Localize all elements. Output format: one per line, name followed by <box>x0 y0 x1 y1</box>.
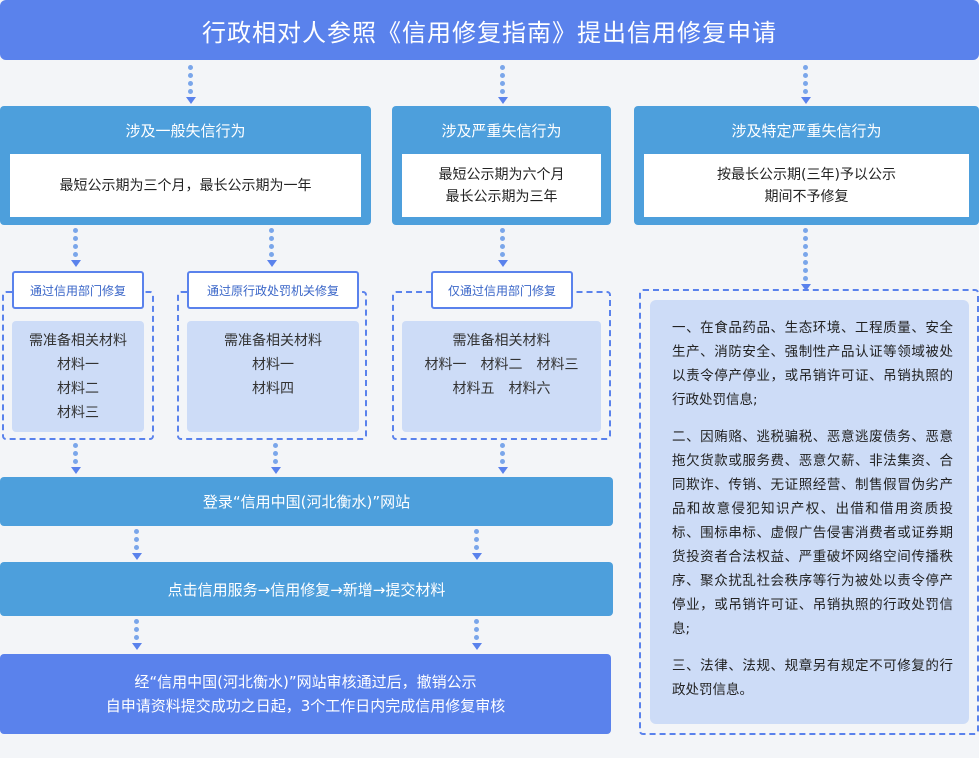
note-item: 二、因贿赂、逃税骗税、恶意逃废债务、恶意拖欠货款或服务费、恶意欠薪、非法集资、合… <box>672 429 953 637</box>
method-label: 仅通过信用部门修复 <box>431 271 573 309</box>
material-line: 需准备相关材料 <box>224 333 322 349</box>
non-repairable-panel <box>639 289 979 735</box>
material-line: 需准备相关材料 <box>29 333 127 349</box>
material-line: 材料二 <box>57 381 99 397</box>
material-line: 材料三 <box>57 405 99 421</box>
category-body: 按最长公示期(三年)予以公示 期间不予修复 <box>644 154 969 217</box>
final-line: 经“信用中国(河北衡水)”网站审核通过后，撤销公示 <box>134 673 477 691</box>
category-serious-dishonesty: 涉及严重失信行为 最短公示期为六个月 最长公示期为三年 <box>392 106 611 225</box>
arrow-down-icon <box>801 228 811 291</box>
category-title: 涉及一般失信行为 <box>125 122 246 140</box>
click-path-step: 点击信用服务→信用修复→新增→提交材料 <box>0 562 613 616</box>
material-line: 材料五 材料六 <box>452 381 551 397</box>
category-line: 期间不予修复 <box>764 188 849 205</box>
category-title: 涉及严重失信行为 <box>441 122 562 140</box>
arrow-down-icon <box>267 228 277 267</box>
material-line: 材料一 <box>57 357 99 373</box>
non-repairable-notes: 一、在食品药品、生态环境、工程质量、安全生产、消防安全、强制性产品认证等领域被处… <box>650 300 969 724</box>
arrow-down-icon <box>498 228 508 267</box>
arrow-down-icon <box>132 529 142 560</box>
arrow-down-icon <box>71 443 81 474</box>
material-line: 材料一 材料二 材料三 <box>424 357 579 373</box>
note-item: 三、法律、法规、规章另有规定不可修复的行政处罚信息。 <box>672 658 953 698</box>
arrow-down-icon <box>472 529 482 560</box>
final-line: 自申请资料提交成功之日起，3个工作日内完成信用修复审核 <box>105 697 506 715</box>
method-label: 通过信用部门修复 <box>12 271 144 309</box>
arrow-down-icon <box>472 619 482 650</box>
arrow-down-icon <box>498 65 508 104</box>
category-line: 最短公示期为三个月，最长公示期为一年 <box>59 177 312 194</box>
arrow-down-icon <box>801 65 811 104</box>
material-line: 需准备相关材料 <box>452 333 551 349</box>
method-label: 通过原行政处罚机关修复 <box>187 271 359 309</box>
arrow-down-icon <box>498 443 508 474</box>
arrow-down-icon <box>71 228 81 267</box>
final-review-step: 经“信用中国(河北衡水)”网站审核通过后，撤销公示 自申请资料提交成功之日起，3… <box>0 654 611 734</box>
materials-box: 需准备相关材料 材料一 材料二 材料三 <box>12 321 144 432</box>
category-line: 按最长公示期(三年)予以公示 <box>717 166 896 183</box>
arrow-down-icon <box>132 619 142 650</box>
materials-box: 需准备相关材料 材料一 材料二 材料三 材料五 材料六 <box>402 321 601 432</box>
page-title: 行政相对人参照《信用修复指南》提出信用修复申请 <box>0 0 979 60</box>
material-line: 材料一 <box>252 357 294 373</box>
login-step: 登录“信用中国(河北衡水)”网站 <box>0 477 613 526</box>
arrow-down-icon <box>186 65 196 104</box>
category-title: 涉及特定严重失信行为 <box>731 122 882 140</box>
category-body: 最短公示期为六个月 最长公示期为三年 <box>402 154 601 217</box>
arrow-down-icon <box>271 443 281 474</box>
category-specific-serious-dishonesty: 涉及特定严重失信行为 按最长公示期(三年)予以公示 期间不予修复 <box>634 106 979 225</box>
category-line: 最长公示期为三年 <box>445 188 558 205</box>
category-general-dishonesty: 涉及一般失信行为 最短公示期为三个月，最长公示期为一年 <box>0 106 371 225</box>
materials-box: 需准备相关材料 材料一 材料四 <box>187 321 359 432</box>
category-body: 最短公示期为三个月，最长公示期为一年 <box>10 154 361 217</box>
material-line: 材料四 <box>252 381 294 397</box>
note-item: 一、在食品药品、生态环境、工程质量、安全生产、消防安全、强制性产品认证等领域被处… <box>672 320 953 408</box>
category-line: 最短公示期为六个月 <box>438 166 565 183</box>
